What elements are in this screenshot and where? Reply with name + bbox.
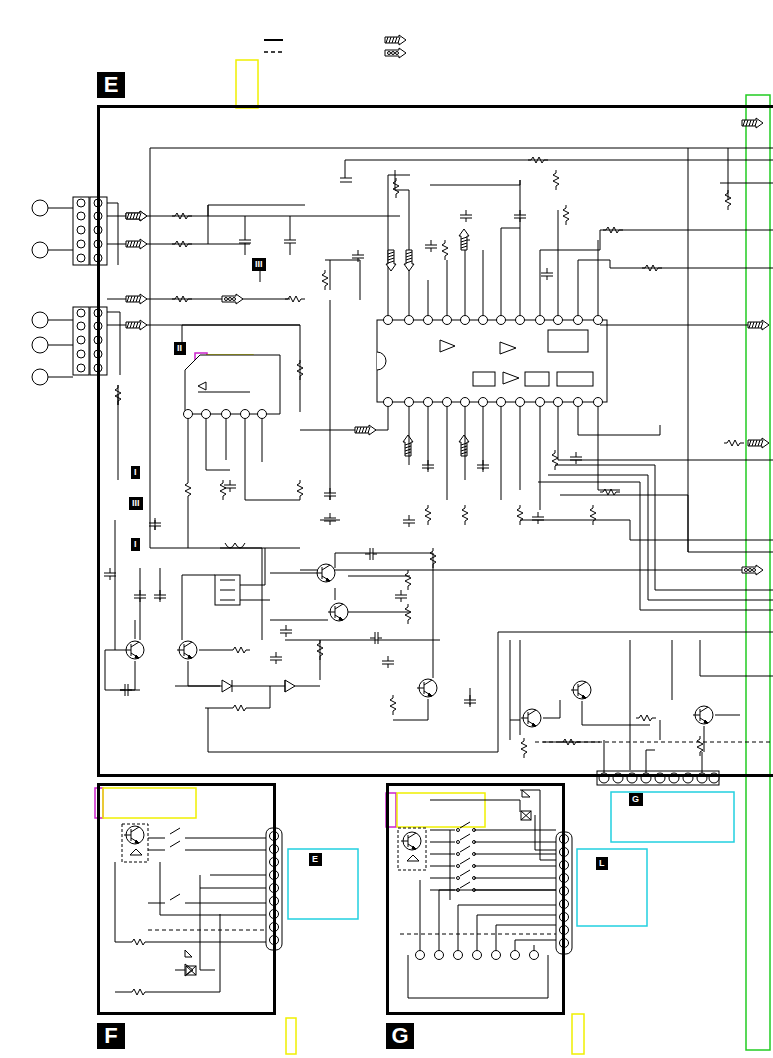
connector-tag: G: [629, 793, 643, 806]
connector-tag: III: [129, 497, 143, 510]
board-panel: EIIIIIIIIII: [97, 105, 773, 777]
connector-tag: E: [309, 853, 322, 866]
connector-tag: L: [596, 857, 608, 870]
tag-label: II: [177, 343, 182, 353]
board-label: G: [386, 1023, 414, 1049]
tag-label: I: [134, 467, 137, 477]
tag-label: G: [632, 794, 639, 804]
tag-label: III: [132, 498, 140, 508]
connector-tag: II: [174, 342, 186, 355]
connector-tag: I: [131, 538, 140, 551]
connector-tag: I: [131, 466, 140, 479]
tag-label: E: [312, 854, 318, 864]
tag-label: I: [134, 539, 137, 549]
board-label: F: [97, 1023, 125, 1049]
board-label: E: [97, 72, 125, 98]
tag-label: L: [599, 858, 605, 868]
board-panel: GL: [386, 783, 565, 1015]
board-panel: FE: [97, 783, 276, 1015]
connector-tag: III: [252, 258, 266, 271]
tag-label: III: [255, 259, 263, 269]
